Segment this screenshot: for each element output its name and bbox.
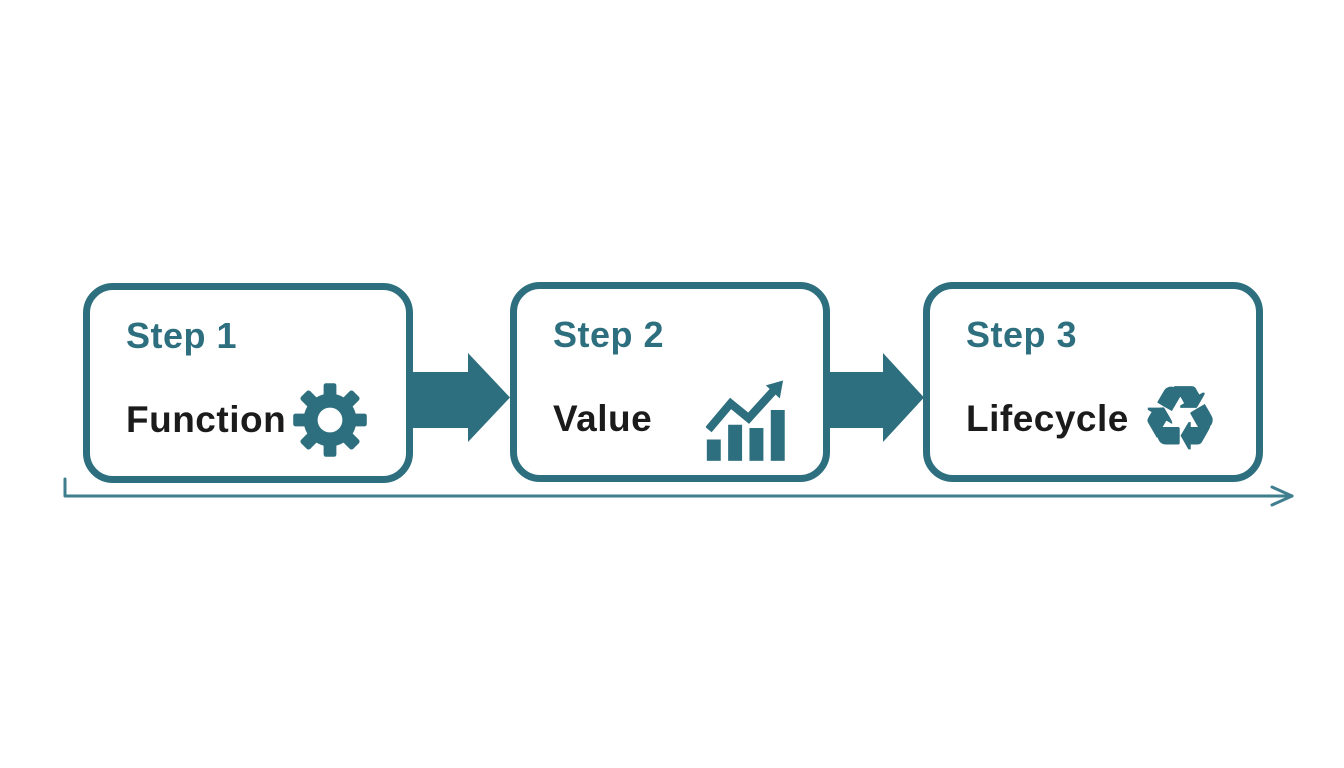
block-arrow-connector-1 <box>410 353 510 442</box>
step-label: Step 2 <box>553 314 665 355</box>
step-label: Step 1 <box>126 315 238 356</box>
step-label: Step 3 <box>966 314 1078 355</box>
recycle-icon: ♻ <box>1141 370 1219 467</box>
step-title: Value <box>553 397 653 439</box>
bar-chart-growth-icon <box>705 377 789 461</box>
timeline-arrow <box>63 477 1294 507</box>
step-box-3: Step 3 Lifecycle ♻ <box>923 282 1263 482</box>
step-title: Lifecycle <box>966 397 1129 439</box>
block-arrow-connector-2 <box>828 353 924 442</box>
step-box-2: Step 2 Value <box>510 282 830 482</box>
step-box-1: Step 1 Function <box>83 283 413 483</box>
step-title: Function <box>126 398 287 440</box>
gear-icon <box>288 378 372 462</box>
